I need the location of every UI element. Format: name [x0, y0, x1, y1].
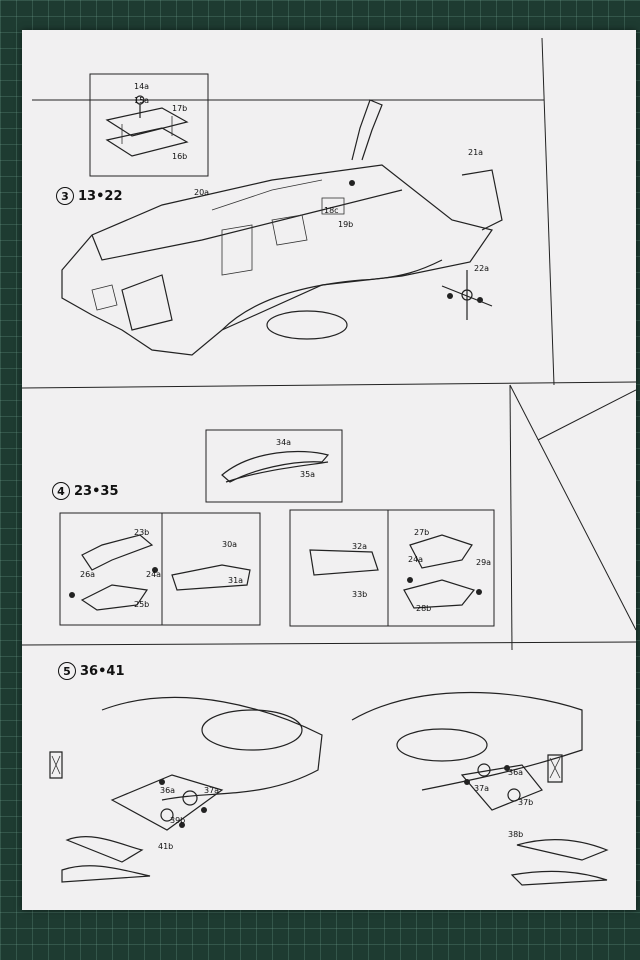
part-label: 21a [468, 148, 484, 157]
part-label: 29a [476, 558, 492, 567]
part-label: 33b [352, 590, 368, 599]
inset-box-sponson [205, 429, 343, 503]
part-label: 36a [160, 786, 176, 795]
part-label: 20a [194, 188, 210, 197]
part-label: 16b [172, 152, 188, 161]
divider-line [22, 381, 636, 389]
part-label: 27b [414, 528, 430, 537]
part-label: 15a [134, 96, 150, 105]
step-4-number: 4 [52, 482, 70, 500]
part-label: 26a [80, 570, 96, 579]
part-label: 24a [146, 570, 162, 579]
inset-box-right-pair [289, 509, 495, 627]
sheet-drawings [22, 37, 636, 886]
divider-line [541, 37, 555, 386]
part-label: 39b [170, 816, 186, 825]
inset-rotor-head-drawing [105, 95, 189, 157]
left-gear-assembly-drawing [49, 696, 323, 883]
step-5-number: 5 [58, 662, 76, 680]
part-label: 25b [134, 600, 150, 609]
part-label: 37b [518, 798, 534, 807]
step-3-label: 3 13•22 [56, 187, 123, 205]
divider-line [537, 389, 636, 441]
step-3-range: 13•22 [78, 188, 123, 204]
part-label: 28b [416, 604, 432, 613]
inset-box-rotor-head [89, 73, 209, 177]
part-label: 30a [222, 540, 238, 549]
divider-line [22, 641, 636, 646]
step-4-label: 4 23•35 [52, 482, 119, 500]
part-label: 24a [408, 555, 424, 564]
gear-parts-drawing [69, 534, 482, 611]
step-4-range: 23•35 [74, 483, 119, 499]
instruction-sheet: 3 13•22 4 23•35 5 36•41 14a 15a 17b 16b … [22, 30, 636, 910]
part-label: 36a [508, 768, 524, 777]
inset-box-left-pair [59, 512, 261, 626]
part-label: 38b [508, 830, 524, 839]
part-label: 37a [204, 786, 220, 795]
part-label: 23b [134, 528, 150, 537]
part-label: 19b [338, 220, 354, 229]
part-label: 32a [352, 542, 368, 551]
step-3-number: 3 [56, 187, 74, 205]
part-label: 31a [228, 576, 244, 585]
part-label: 18c [324, 206, 339, 215]
sponson-drawing [221, 450, 330, 483]
part-label: 22a [474, 264, 490, 273]
part-label: 37a [474, 784, 490, 793]
divider-line [509, 384, 513, 651]
step-5-range: 36•41 [80, 663, 125, 679]
right-gear-assembly-drawing [351, 691, 609, 886]
divider-line [509, 384, 636, 631]
part-label: 41b [158, 842, 174, 851]
part-label: 17b [172, 104, 188, 113]
part-label: 35a [300, 470, 316, 479]
step-5-label: 5 36•41 [58, 662, 125, 680]
part-label: 34a [276, 438, 292, 447]
part-label: 14a [134, 82, 150, 91]
fuselage-drawing [61, 99, 503, 356]
